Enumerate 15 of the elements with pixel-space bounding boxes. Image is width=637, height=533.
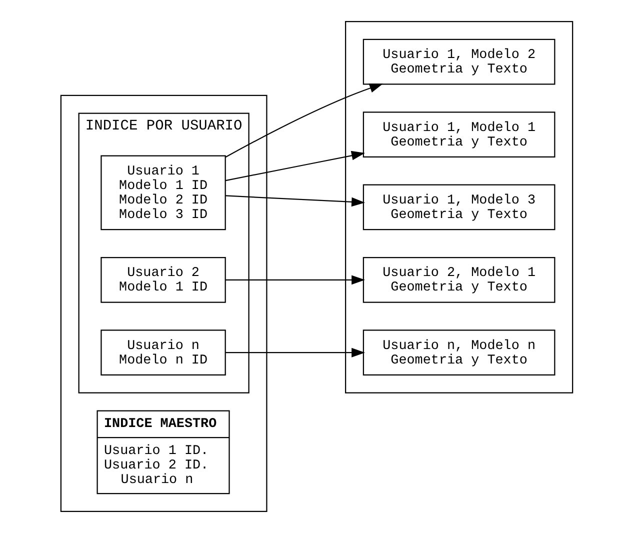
node-box: Usuario 1, Modelo 3 Geometria y Texto	[362, 184, 555, 230]
node-box: Usuario 2 Modelo 1 ID	[100, 257, 226, 303]
node-box: Usuario n Modelo n ID	[100, 330, 226, 376]
arrow	[224, 84, 383, 158]
cluster	[60, 94, 267, 512]
arrow	[225, 348, 365, 358]
cluster	[344, 21, 573, 394]
arrow	[225, 275, 365, 285]
arrow	[225, 195, 365, 207]
node-box: Usuario 2, Modelo 1 Geometria y Texto	[362, 257, 555, 303]
node-box: Usuario 1, Modelo 2 Geometria y Texto	[362, 38, 555, 85]
arrow	[224, 150, 364, 182]
node-box: Usuario 1 Modelo 1 ID Modelo 2 ID Modelo 3 ID	[100, 155, 226, 230]
node-box: Usuario 1, Modelo 1 Geometria y Texto	[362, 112, 555, 158]
node-box: Usuario n, Modelo n Geometria y Texto	[362, 330, 555, 376]
